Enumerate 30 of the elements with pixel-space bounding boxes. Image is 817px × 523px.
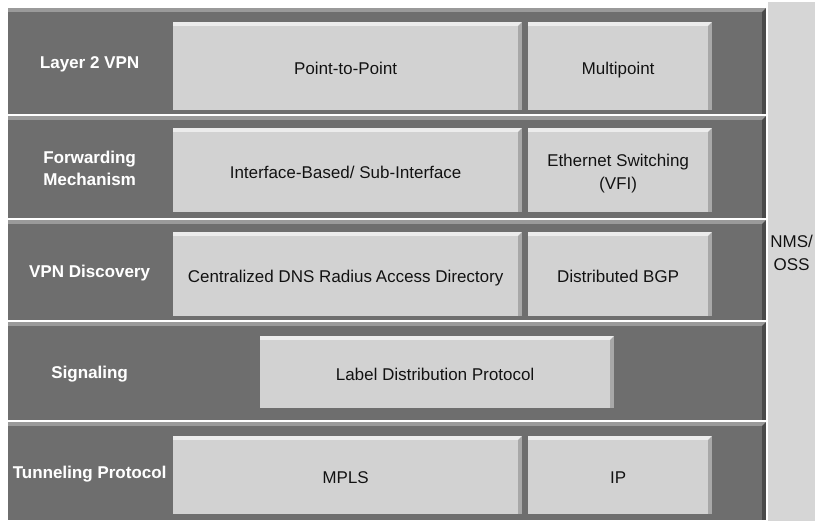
component-box bbox=[528, 232, 712, 316]
side-column bbox=[768, 2, 815, 521]
layer-band bbox=[8, 322, 766, 420]
layer-band bbox=[8, 116, 766, 218]
layer-heading: VPN Discovery bbox=[29, 261, 150, 283]
component-box bbox=[528, 22, 712, 110]
box-label: Interface-Based/ Sub-Interface bbox=[230, 162, 462, 184]
layer-band bbox=[8, 422, 766, 520]
box-label: IP bbox=[610, 466, 626, 488]
box-label: Distributed BGP bbox=[557, 266, 679, 288]
component-box bbox=[173, 22, 522, 110]
box-label: Point-to-Point bbox=[294, 58, 397, 80]
layer-heading: Tunneling Protocol bbox=[12, 462, 166, 484]
layer-band bbox=[8, 8, 766, 114]
layer-heading: Signaling bbox=[51, 362, 128, 384]
box-label: Label Distribution Protocol bbox=[336, 364, 534, 386]
component-box bbox=[173, 436, 522, 514]
box-label: Centralized DNS Radius Access Directory bbox=[188, 266, 504, 288]
box-label: NMS/ OSS bbox=[770, 231, 813, 276]
component-box bbox=[528, 436, 712, 514]
box-label: MPLS bbox=[322, 466, 369, 488]
layer-heading: Forwarding Mechanism bbox=[42, 147, 137, 191]
component-box bbox=[528, 128, 712, 212]
component-box bbox=[173, 232, 522, 316]
component-box bbox=[260, 336, 614, 408]
box-label: Ethernet Switching (VFI) bbox=[546, 150, 690, 195]
box-label: Multipoint bbox=[582, 58, 654, 80]
layer-band bbox=[8, 220, 766, 320]
layer-heading: Layer 2 VPN bbox=[40, 52, 140, 74]
component-box bbox=[173, 128, 522, 212]
